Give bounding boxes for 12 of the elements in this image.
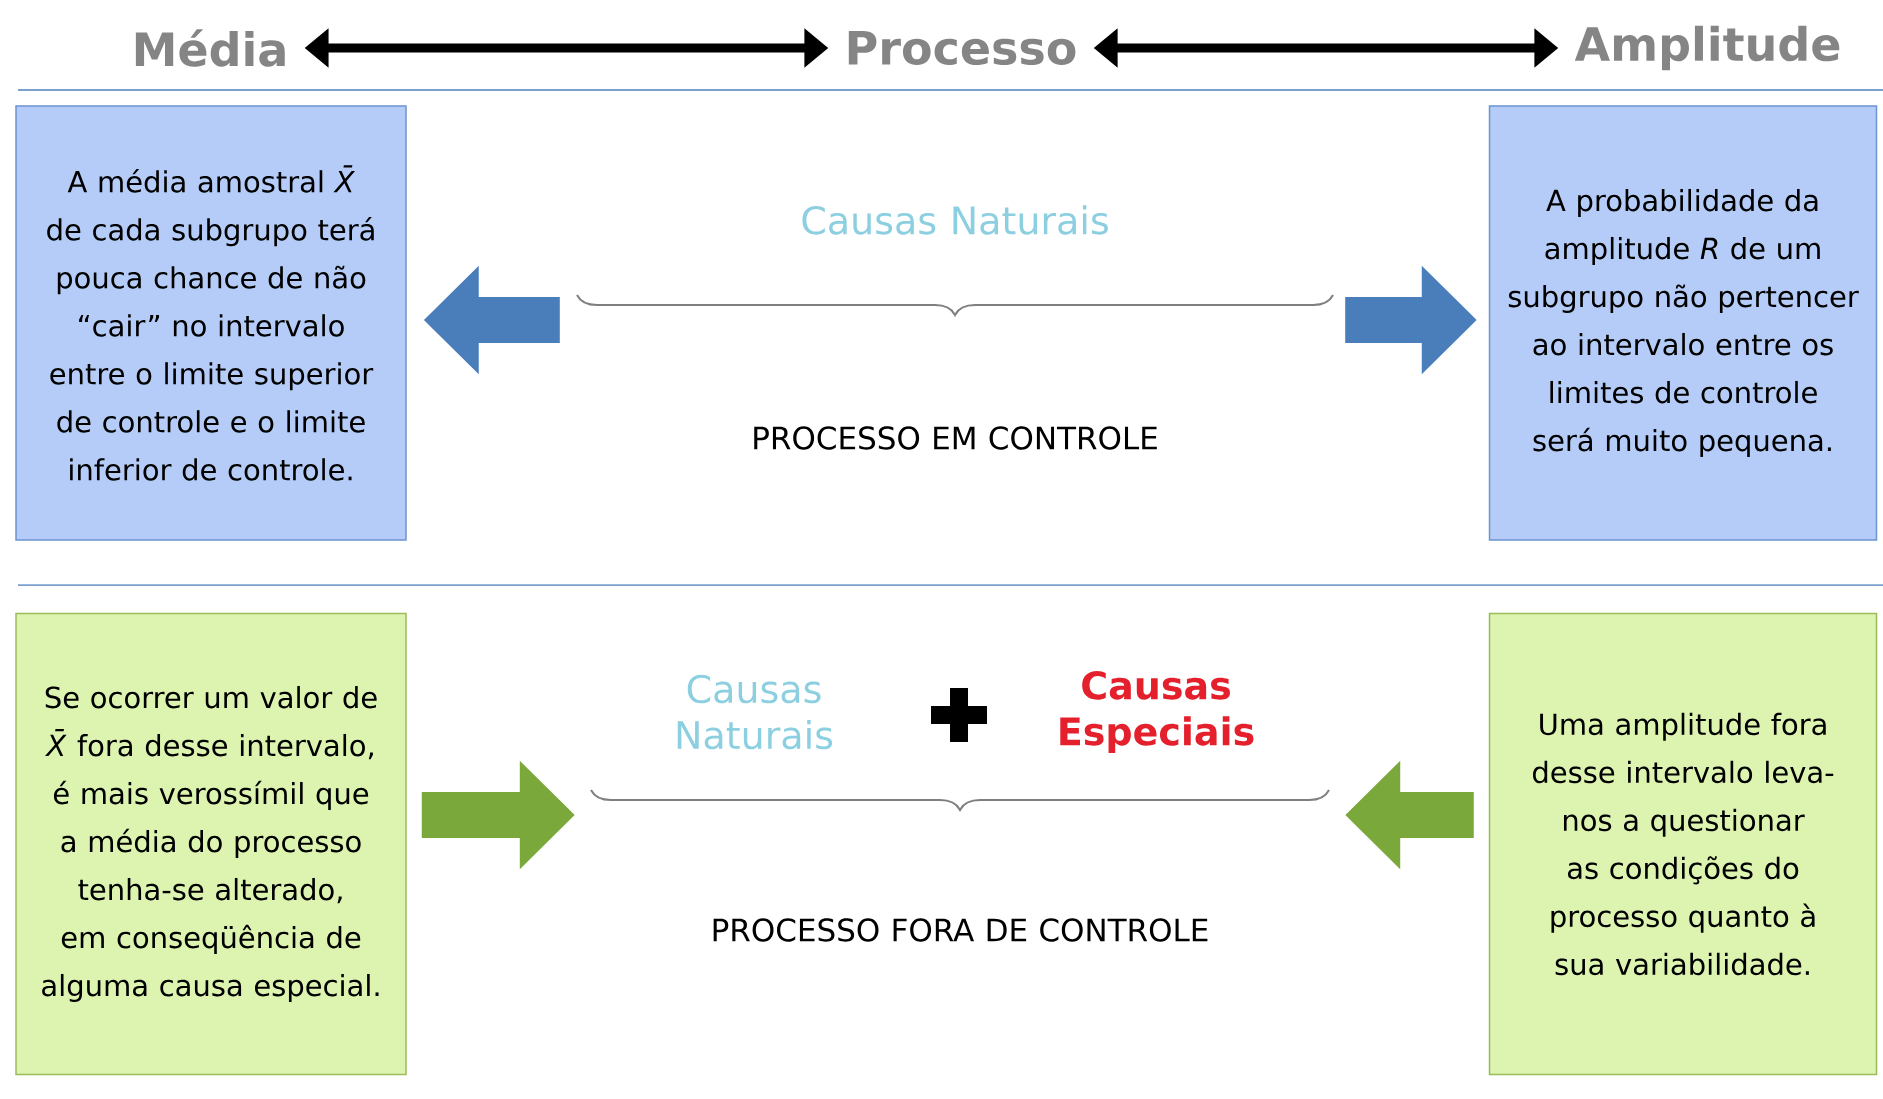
text-box: A média amostral X̄ de cada subgrupo terá pouca chance de não “cair” no intervalo entre o limite superior de controle e o limite inferior de controle. — [15, 105, 407, 541]
cause-label: Causas Naturais — [802, 205, 1108, 235]
header-text: Processo — [848, 30, 1076, 66]
heading-text: PROCESSO EM CONTROLE — [754, 426, 1157, 450]
text-box: A probabilidade da amplitude R de um subgrupo não pertencer ao intervalo entre os limites de controle será muito pequena. — [1488, 105, 1878, 541]
cause-label: Causas Especiais — [1060, 670, 1254, 754]
header-text: Média — [135, 29, 285, 67]
text-box: Se ocorrer um valor de X̄ fora desse intervalo, é mais verossímil que a média do processo tenha-se alterado, em conseqüência de alguma causa especial. — [15, 612, 407, 1076]
cause-label: Causas Naturais — [677, 674, 833, 750]
text-box: Uma amplitude fora desse intervalo leva-nos a questionar as condições do processo quanto à sua variabilidade. — [1488, 612, 1878, 1076]
heading-text: PROCESSO FORA DE CONTROLE — [713, 918, 1208, 942]
header-text: Amplitude — [1574, 25, 1840, 71]
